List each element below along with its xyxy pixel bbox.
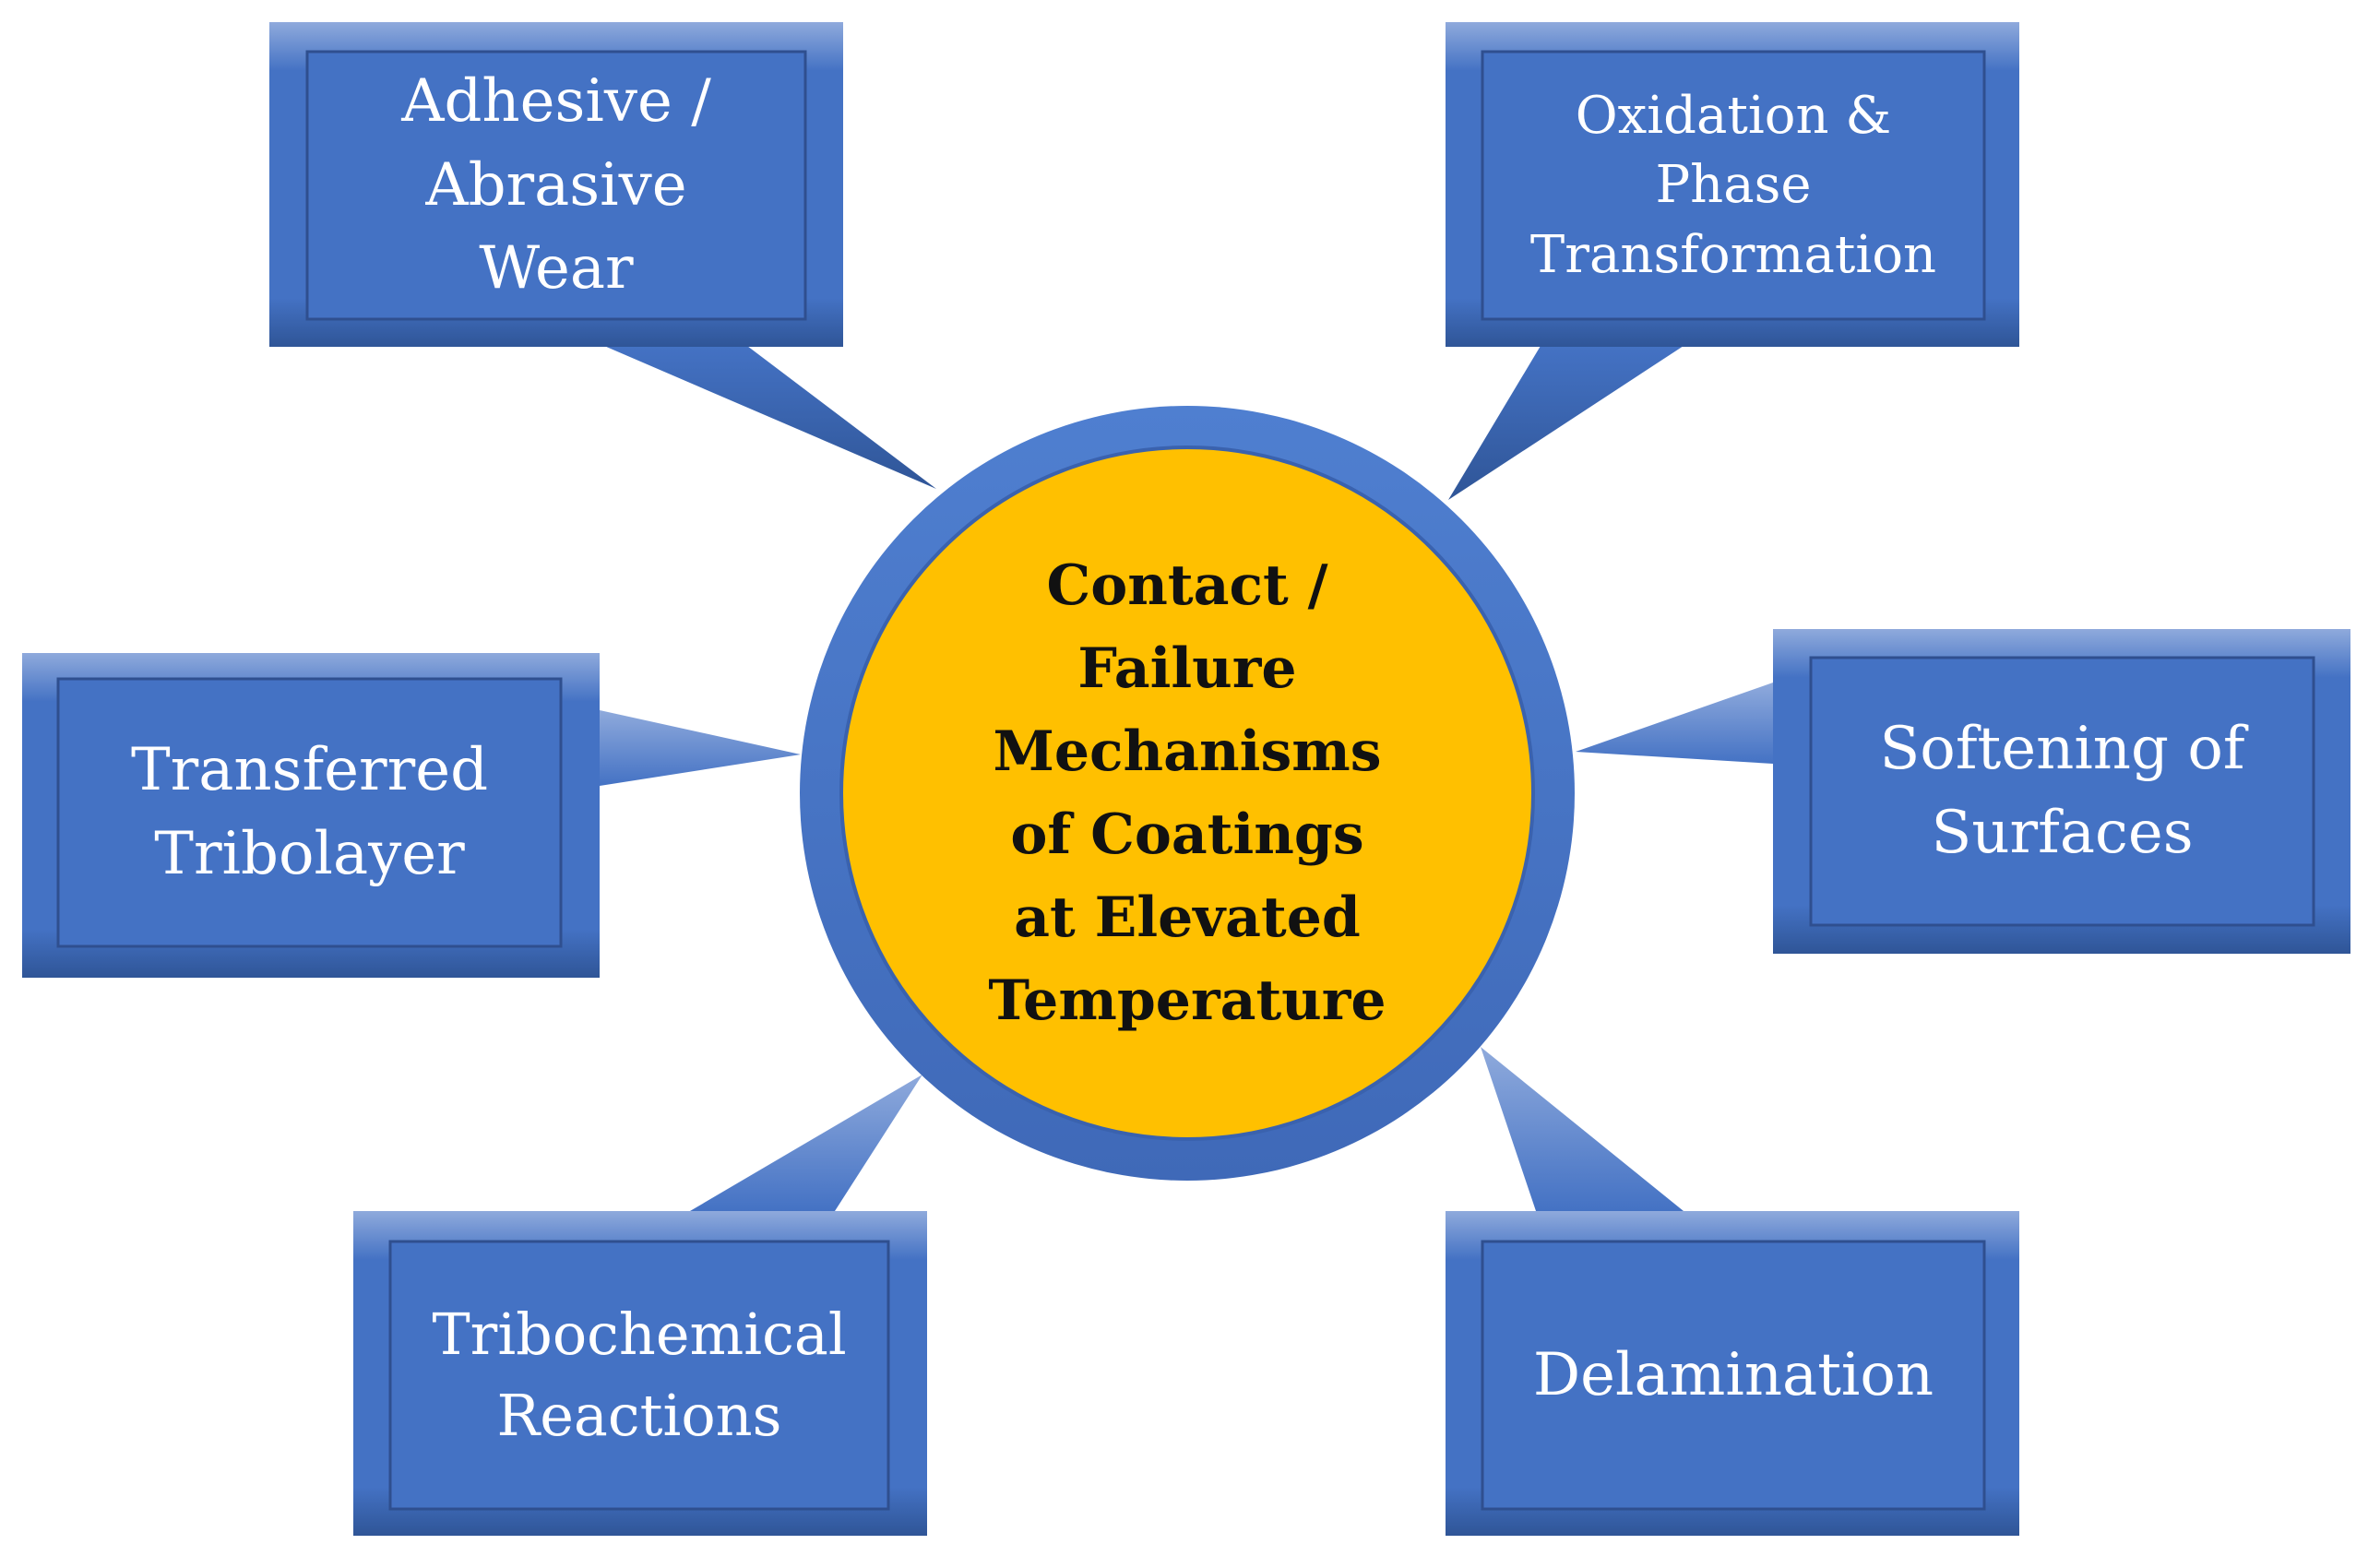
center-disc — [839, 445, 1535, 1141]
box-adhesive-abrasive-wear — [269, 22, 843, 347]
pointer-delamination — [1481, 1047, 1684, 1211]
box-delamination — [1446, 1211, 2019, 1536]
pointer-tribochemical-reactions — [690, 1075, 922, 1211]
pointer-softening-of-surfaces — [1576, 683, 1773, 764]
box-transferred-tribolayer — [22, 653, 600, 978]
label-softening-of-surfaces: Softening of Surfaces — [1879, 715, 2245, 867]
box-softening-of-surfaces — [1773, 629, 2350, 954]
label-transferred-tribolayer: Transferred Tribolayer — [130, 736, 489, 888]
pointer-transferred-tribolayer — [600, 710, 801, 786]
pointer-oxidation-phase-transformation — [1448, 346, 1684, 500]
pointer-adhesive-abrasive-wear — [604, 346, 936, 489]
label-tribochemical-reactions: Tribochemical Reactions — [432, 1300, 847, 1449]
label-delamination: Delamination — [1532, 1340, 1934, 1409]
box-tribochemical-reactions — [353, 1211, 927, 1536]
box-oxidation-phase-transformation — [1446, 22, 2019, 347]
label-oxidation-phase-transformation: Oxidation & Phase Transformation — [1529, 85, 1937, 285]
center-label: Contact / Failure Mechanisms of Coatings… — [988, 553, 1386, 1033]
label-adhesive-abrasive-wear: Adhesive / Abrasive Wear — [401, 66, 711, 303]
